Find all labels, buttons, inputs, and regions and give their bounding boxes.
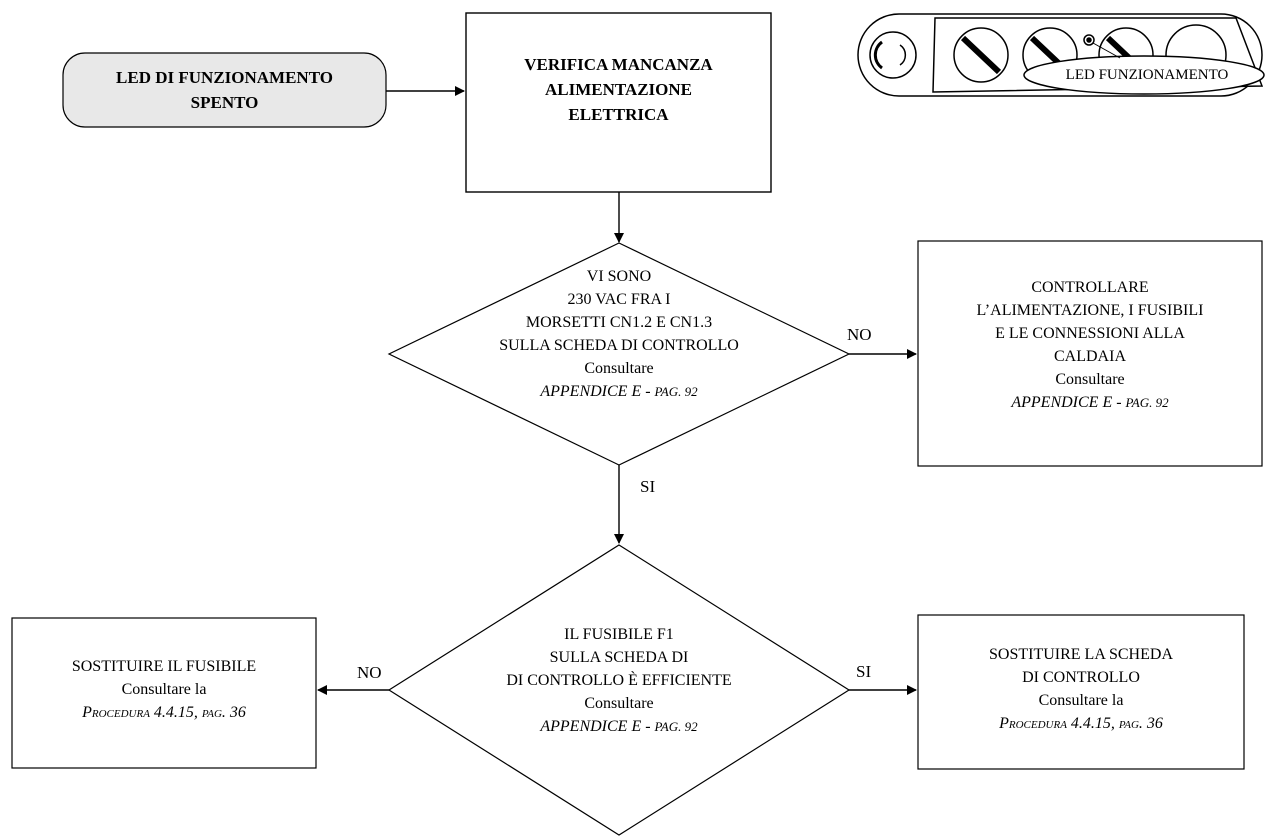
action-board-reference: Procedura 4.4.15, pag. 36 (918, 712, 1244, 735)
decision1-line: SULLA SCHEDA DI CONTROLLO (499, 337, 739, 354)
label-si-2: SI (856, 662, 872, 681)
decision1-ref-main: APPENDICE E - (540, 383, 655, 400)
action-board-text: SOSTITUIRE LA SCHEDA DI CONTROLLO Consul… (918, 643, 1244, 735)
start-label: LED DI FUNZIONAMENTO SPENTO (63, 65, 386, 115)
action-fuse-line: SOSTITUIRE IL FUSIBILE (71, 658, 257, 675)
start-box (62, 52, 387, 128)
verify-box (465, 12, 772, 193)
decision2-line: SULLA SCHEDA DI (549, 649, 689, 666)
verify-line: ELETTRICA (568, 105, 669, 124)
label-no-2: NO (357, 663, 382, 682)
action-fuse-ref-page: 36 (225, 704, 246, 721)
decision2-ref-page: PAG. 92 (654, 719, 698, 734)
verify-label: VERIFICA MANCANZA ALIMENTAZIONE ELETTRIC… (466, 52, 771, 127)
action-check-text: CONTROLLARE L’ALIMENTAZIONE, I FUSIBILI … (918, 276, 1262, 414)
action-fuse-ref-proc: Procedura (82, 704, 150, 721)
decision1-reference: APPENDICE E - PAG. 92 (469, 380, 769, 403)
decision1-line: VI SONO (586, 268, 652, 285)
decision2-ref-main: APPENDICE E - (540, 718, 655, 735)
action-check-line: CONTROLLARE (1031, 279, 1149, 296)
start-line: SPENTO (190, 93, 259, 112)
action-check-reference: APPENDICE E - PAG. 92 (918, 391, 1262, 414)
action-check-line: E LE CONNESSIONI ALLA (995, 325, 1185, 342)
action-check-line: CALDAIA (1054, 348, 1126, 365)
action-fuse-line: Consultare la (121, 681, 207, 698)
start-line: LED DI FUNZIONAMENTO (116, 68, 333, 87)
action-board-line: Consultare la (1038, 692, 1124, 709)
action-board-ref-proc: Procedura (999, 715, 1067, 732)
decision2-line: Consultare (584, 695, 654, 712)
action-fuse-box (11, 617, 317, 769)
decision2-line: IL FUSIBILE F1 (564, 626, 674, 643)
action-board-line: SOSTITUIRE LA SCHEDA (988, 646, 1173, 663)
decision1-line: MORSETTI CN1.2 E CN1.3 (525, 314, 713, 331)
decision2-reference: APPENDICE E - PAG. 92 (469, 715, 769, 738)
action-check-line: L’ALIMENTAZIONE, I FUSIBILI (976, 302, 1204, 319)
decision2-text: IL FUSIBILE F1 SULLA SCHEDA DI DI CONTRO… (469, 623, 769, 738)
action-check-box (917, 240, 1263, 467)
action-board-box (917, 614, 1245, 770)
decision1-line: 230 VAC FRA I (567, 291, 671, 308)
action-check-ref-page: PAG. 92 (1125, 395, 1169, 410)
action-fuse-ref-pag: pag. (201, 704, 226, 721)
label-si-1: SI (640, 477, 656, 496)
decision1-text: VI SONO 230 VAC FRA I MORSETTI CN1.2 E C… (469, 265, 769, 403)
action-check-ref-main: APPENDICE E - (1011, 394, 1126, 411)
decision1-line: Consultare (584, 360, 654, 377)
verify-line: VERIFICA MANCANZA (524, 55, 713, 74)
action-board-line: DI CONTROLLO (1022, 669, 1140, 686)
label-no-1: NO (847, 325, 872, 344)
action-fuse-ref-num: 4.4.15, (149, 704, 202, 721)
decision2-diamond (387, 544, 851, 836)
action-board-ref-num: 4.4.15, (1066, 715, 1119, 732)
control-panel-illustration (857, 13, 1265, 97)
action-fuse-text: SOSTITUIRE IL FUSIBILE Consultare la Pro… (12, 655, 316, 724)
led-label: LED FUNZIONAMENTO (1065, 67, 1229, 83)
action-board-ref-pag: pag. (1118, 715, 1143, 732)
action-board-ref-page: 36 (1142, 715, 1163, 732)
decision2-line: DI CONTROLLO È EFFICIENTE (506, 672, 732, 689)
decision1-ref-page: PAG. 92 (654, 384, 698, 399)
action-check-line: Consultare (1055, 371, 1125, 388)
action-fuse-reference: Procedura 4.4.15, pag. 36 (12, 701, 316, 724)
verify-line: ALIMENTAZIONE (544, 80, 693, 99)
